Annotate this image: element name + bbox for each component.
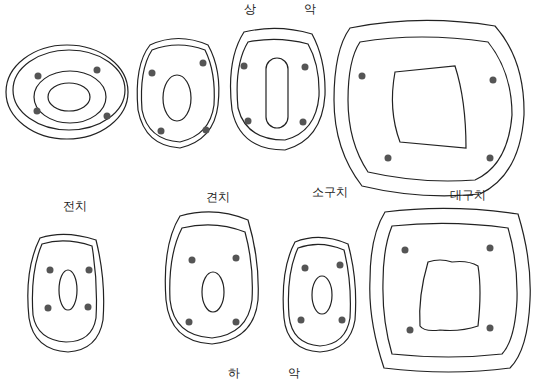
jaw-label: 상 악	[244, 2, 316, 16]
tooth-label: 대구치	[450, 188, 486, 202]
tooth-label: 전치	[63, 199, 87, 213]
tooth-label: 견치	[206, 190, 230, 204]
tooth-label: 소구치	[312, 185, 348, 199]
jaw-label: 하 악	[228, 366, 300, 380]
